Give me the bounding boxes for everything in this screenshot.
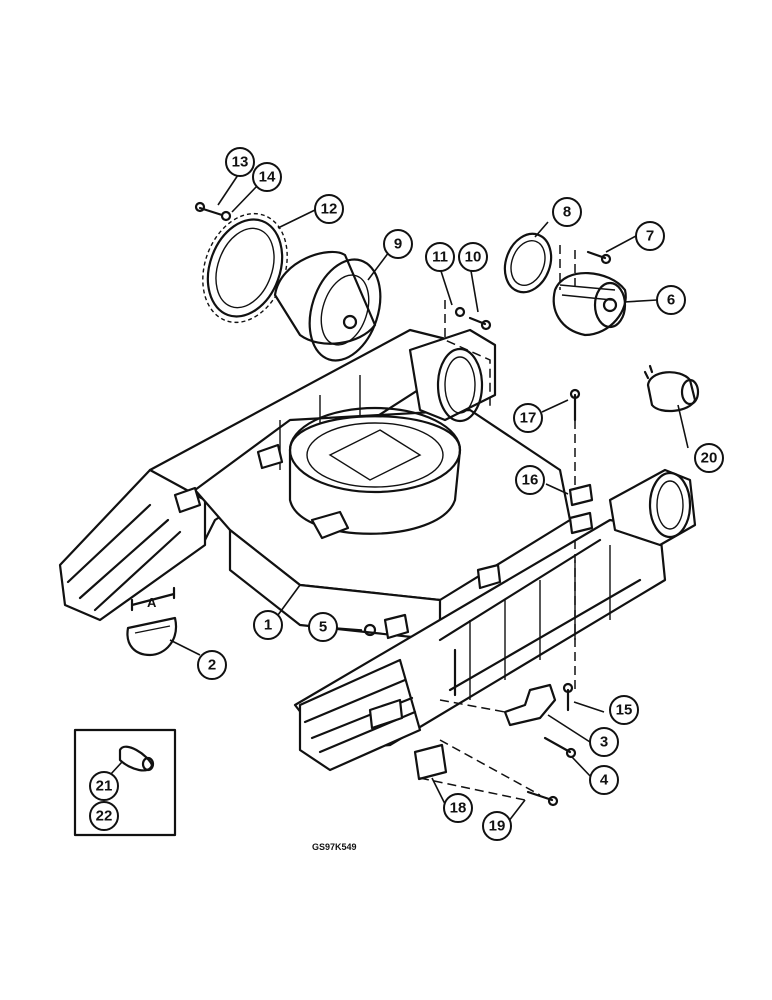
callout-5[interactable]: 5 <box>308 612 338 642</box>
callout-19-label: 19 <box>489 818 506 835</box>
callout-11[interactable]: 11 <box>425 242 455 272</box>
callout-2[interactable]: 2 <box>197 650 227 680</box>
callout-6[interactable]: 6 <box>656 285 686 315</box>
callout-21-label: 21 <box>96 778 113 795</box>
cap-part: A <box>126 586 178 657</box>
sprocket <box>202 212 288 324</box>
callout-10[interactable]: 10 <box>458 242 488 272</box>
gasket <box>503 232 553 294</box>
callout-7-label: 7 <box>646 228 654 245</box>
callout-17-label: 17 <box>520 410 537 427</box>
callout-3-label: 3 <box>600 734 608 751</box>
callout-10-label: 10 <box>465 249 482 266</box>
callout-12-label: 12 <box>321 201 338 218</box>
callout-12[interactable]: 12 <box>314 194 344 224</box>
callout-22-label: 22 <box>96 808 113 825</box>
callout-15[interactable]: 15 <box>609 695 639 725</box>
callout-5-label: 5 <box>319 619 327 636</box>
callout-20-label: 20 <box>701 450 718 467</box>
callout-4-label: 4 <box>600 772 609 789</box>
callout-9-label: 9 <box>394 236 402 253</box>
callout-19[interactable]: 19 <box>482 811 512 841</box>
assembly-lines <box>419 245 576 801</box>
callout-22[interactable]: 22 <box>89 801 119 831</box>
carrier-roller <box>643 364 700 413</box>
callout-1-label: 1 <box>264 617 272 634</box>
callout-6-label: 6 <box>667 292 675 309</box>
callout-1[interactable]: 1 <box>253 610 283 640</box>
callout-3[interactable]: 3 <box>589 727 619 757</box>
leader-lines <box>109 174 689 827</box>
callout-7[interactable]: 7 <box>635 221 665 251</box>
fasteners <box>118 201 612 807</box>
callout-4[interactable]: 4 <box>589 765 619 795</box>
callout-15-label: 15 <box>616 702 633 719</box>
callout-13-label: 13 <box>232 154 249 171</box>
callout-18[interactable]: 18 <box>443 793 473 823</box>
final-drive <box>273 250 382 362</box>
callout-21[interactable]: 21 <box>89 771 119 801</box>
drawing-code: GS97K549 <box>312 842 357 852</box>
callout-16[interactable]: 16 <box>515 465 545 495</box>
view-label-a: A <box>147 595 157 610</box>
callout-8-label: 8 <box>563 204 571 221</box>
inset-box <box>73 728 177 837</box>
track-motor <box>552 272 627 337</box>
callout-9[interactable]: 9 <box>383 229 413 259</box>
callout-11-label: 11 <box>432 249 448 266</box>
callout-2-label: 2 <box>208 657 216 674</box>
callout-17[interactable]: 17 <box>513 403 543 433</box>
callout-16-label: 16 <box>522 472 539 489</box>
callout-14-label: 14 <box>259 169 276 186</box>
callout-18-label: 18 <box>450 800 467 817</box>
callout-13[interactable]: 13 <box>225 147 255 177</box>
callout-14[interactable]: 14 <box>252 162 282 192</box>
track-frame <box>58 328 697 772</box>
callout-20[interactable]: 20 <box>694 443 724 473</box>
callout-8[interactable]: 8 <box>552 197 582 227</box>
